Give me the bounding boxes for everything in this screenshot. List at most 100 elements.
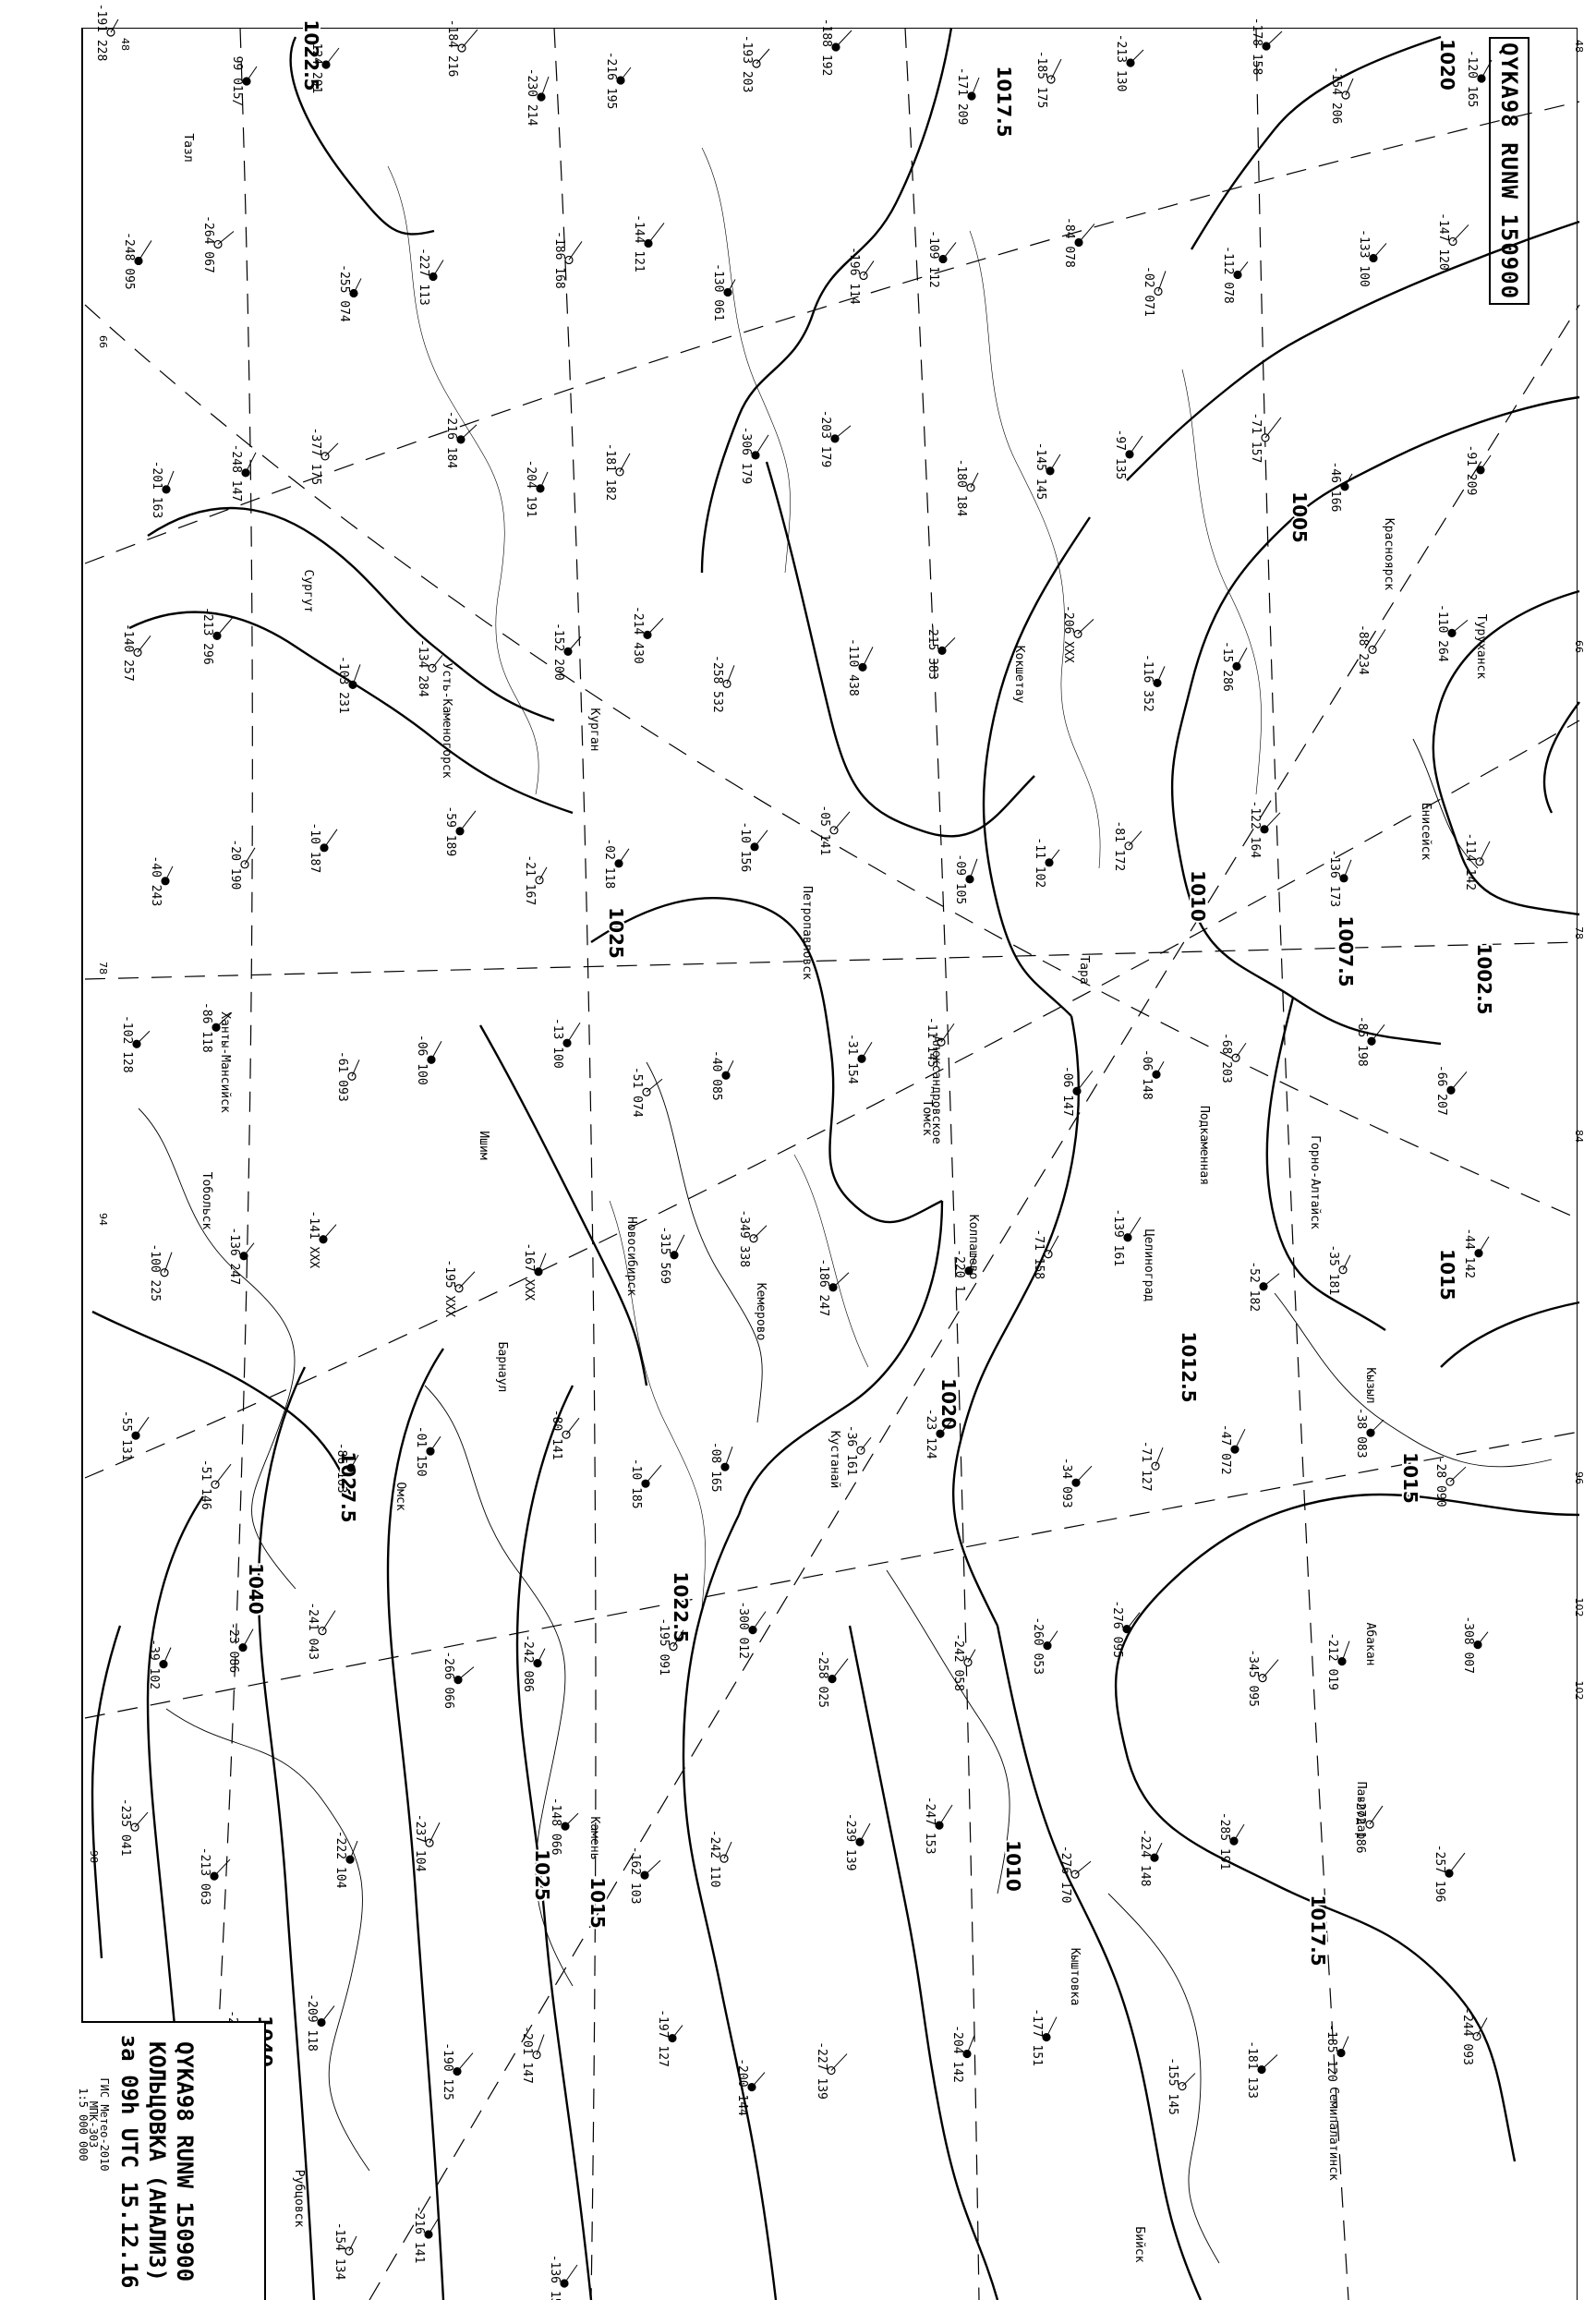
- station: [722, 665, 735, 688]
- wind-barb: [1480, 454, 1492, 471]
- station-value: -181 182: [603, 443, 617, 502]
- station-value: -242 058: [951, 1633, 965, 1691]
- wind-barb: [1050, 58, 1062, 80]
- station-value: -110 264: [1435, 604, 1449, 662]
- isobar: [737, 1200, 944, 1516]
- station-value: -186 247: [816, 1258, 830, 1316]
- station: [212, 617, 234, 640]
- station: [429, 260, 444, 282]
- station-value: -248 147: [229, 444, 243, 502]
- station-value: -133 100: [1357, 229, 1371, 287]
- wind-barb: [646, 1078, 663, 1093]
- station: [1126, 49, 1144, 67]
- coast-line: [138, 1108, 296, 1590]
- wind-barb: [619, 453, 631, 473]
- place-label: Камень: [587, 1817, 601, 1860]
- wind-barb: [1343, 859, 1352, 879]
- wind-barb: [723, 1841, 732, 1859]
- station-value: -257 196: [1433, 1845, 1446, 1903]
- place-label: Кустанай: [828, 1431, 841, 1489]
- place-label: Усть-Каменогорск: [440, 662, 453, 778]
- station-value: -114 142: [1463, 833, 1477, 891]
- station: [1074, 224, 1095, 248]
- wind-barb: [456, 2052, 474, 2072]
- isobar: [700, 27, 953, 574]
- isobar: [1190, 35, 1442, 250]
- wind-barb: [537, 1648, 546, 1664]
- station-value: -11 102: [1033, 837, 1046, 888]
- station: [1154, 271, 1167, 297]
- wind-barb: [1130, 49, 1144, 64]
- station-value: -97 135: [1113, 430, 1127, 480]
- wind-barb: [1448, 1852, 1466, 1874]
- wind-barb: [753, 1225, 768, 1240]
- station: [132, 1030, 151, 1048]
- wind-barb: [457, 1666, 475, 1681]
- station-value: -377 175: [308, 428, 322, 486]
- place-label: Тара: [1077, 955, 1091, 984]
- wind-barb: [1078, 224, 1095, 243]
- station-value: -08 165: [708, 1442, 722, 1493]
- wind-barb: [536, 2034, 545, 2055]
- station: [238, 1628, 254, 1652]
- edge-number: 102: [1573, 1598, 1585, 1617]
- station: [1366, 1419, 1384, 1437]
- wind-barb: [1047, 1235, 1059, 1254]
- station: [1042, 2016, 1058, 2042]
- station: [1233, 261, 1249, 280]
- isobar: [590, 896, 943, 1224]
- isobar-label: 1022.5: [670, 1571, 692, 1642]
- station-value: -102 128: [120, 1015, 134, 1073]
- isobar-label: 1025: [605, 907, 627, 959]
- isobar-label: 1040: [245, 1563, 267, 1615]
- wind-barb: [1155, 1447, 1164, 1467]
- wind-barb: [1449, 1466, 1467, 1483]
- station: [828, 1272, 850, 1292]
- coast-line: [424, 1385, 574, 1987]
- station: [1367, 1023, 1385, 1046]
- station-value: -248 095: [122, 232, 136, 290]
- wind-barb: [645, 1464, 662, 1484]
- wind-barb: [1155, 1061, 1165, 1075]
- station: [320, 442, 339, 461]
- place-label: Рубцовск: [292, 2170, 306, 2228]
- place-label: Красноярск: [1382, 518, 1396, 590]
- station-value: -85 198: [1355, 1016, 1369, 1067]
- wind-barb: [671, 2025, 683, 2039]
- wind-barb: [138, 240, 152, 261]
- station: [1448, 224, 1469, 247]
- station: [751, 434, 769, 460]
- station: [750, 829, 768, 852]
- isobar: [91, 1625, 122, 1959]
- station: [669, 1629, 684, 1652]
- wind-barb: [1265, 30, 1283, 47]
- wind-barb: [1154, 1842, 1163, 1858]
- station-value: -191 228: [94, 4, 108, 62]
- isobar: [951, 1015, 1081, 1627]
- station: [1122, 1612, 1141, 1634]
- station: [1043, 1630, 1058, 1651]
- isobar-label: 1017.5: [1307, 1894, 1329, 1966]
- wind-barb: [322, 1224, 337, 1241]
- wind-barb: [938, 1804, 953, 1826]
- wind-barb: [754, 829, 768, 848]
- wind-barb: [244, 847, 256, 866]
- station: [106, 18, 119, 37]
- edge-number: 66: [97, 335, 109, 348]
- station-value: -140 257: [121, 623, 135, 682]
- station: [723, 279, 736, 297]
- legend-box: [81, 2021, 266, 2300]
- place-label: Ишим: [477, 1131, 490, 1159]
- station: [1365, 1805, 1384, 1829]
- station: [212, 1011, 233, 1032]
- wind-barb: [835, 30, 852, 48]
- isobar-label: 1022.5: [300, 19, 322, 91]
- station-value: -213 130: [1114, 34, 1128, 92]
- isobar: [257, 1366, 316, 2300]
- wind-barb: [971, 77, 980, 97]
- wind-barb: [540, 76, 550, 98]
- wind-barb: [432, 260, 444, 277]
- wind-barb: [213, 1858, 231, 1877]
- station-value: -136 173: [1327, 850, 1341, 908]
- station-value: -86 163: [334, 1443, 348, 1494]
